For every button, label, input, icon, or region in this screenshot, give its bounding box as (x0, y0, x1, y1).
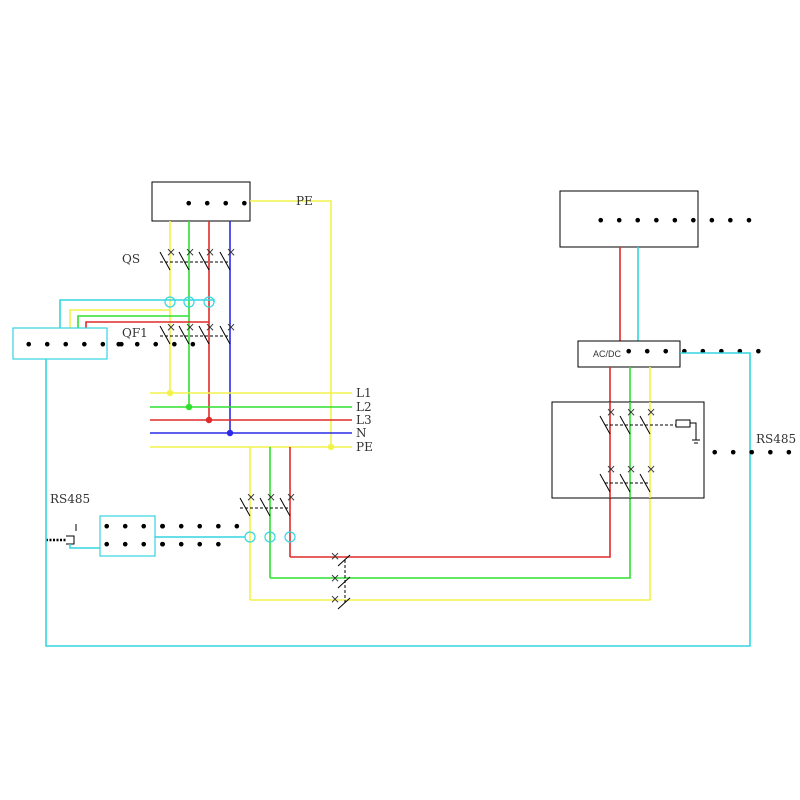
right-top-box-dots: • • • • • • • • • (596, 211, 756, 230)
bus-pe-label: PE (356, 440, 373, 454)
left-meter-box (12, 327, 108, 360)
junction-l1 (166, 389, 174, 397)
rs485-left-label: RS485 (50, 492, 90, 506)
svg-text:×: × (205, 245, 215, 259)
junction-l3 (205, 416, 213, 424)
qs-switch: × × × × (159, 245, 236, 271)
right-panel-ext-dots: • • • • • • (710, 443, 800, 462)
branch-switch: × × × (239, 490, 296, 517)
output-isolator: × × × (330, 549, 351, 610)
panel-switch-lower: × × × (599, 462, 656, 493)
qs-label: QS (122, 252, 140, 266)
rs485-module (99, 515, 156, 557)
acdc-label: AC/DC (593, 349, 622, 359)
ct-signal-wire (59, 299, 215, 328)
svg-text:×: × (606, 462, 616, 476)
pe-top-label: PE (296, 194, 313, 208)
meter-l1-tap (69, 309, 170, 328)
out-red (290, 480, 611, 558)
svg-text:×: × (646, 462, 656, 476)
rs485-module-top-dots: • • • • (102, 517, 169, 536)
svg-text:×: × (606, 405, 616, 419)
svg-text:×: × (226, 320, 236, 334)
bus-l1-label: L1 (356, 386, 372, 400)
rs485-module-bottom-dots: • • • • (102, 535, 169, 554)
svg-text:×: × (166, 320, 176, 334)
svg-text:×: × (185, 245, 195, 259)
svg-text:×: × (330, 592, 340, 606)
ct-l2-icon (183, 296, 195, 308)
svg-text:×: × (226, 245, 236, 259)
panel-switch-upper: × × × (599, 405, 700, 444)
svg-text:×: × (286, 490, 296, 504)
rs485-module-bottom-ext-dots: • • • • (158, 535, 225, 554)
out-yellow (250, 480, 651, 601)
top-distribution-box (151, 181, 251, 222)
svg-text:×: × (266, 490, 276, 504)
svg-text:×: × (205, 320, 215, 334)
bus-n-label: N (356, 426, 367, 440)
ct-branch-2-icon (264, 531, 276, 543)
svg-text:×: × (330, 571, 340, 585)
left-meter-dots: • • • • • • (24, 335, 128, 354)
right-switching-panel (551, 401, 705, 499)
qf1-label: QF1 (122, 326, 148, 340)
meter-l3-tap (85, 321, 209, 328)
top-box-dots: • • • • (184, 194, 251, 213)
svg-text:×: × (646, 405, 656, 419)
out-green (270, 480, 631, 579)
svg-text:×: × (185, 320, 195, 334)
acdc-ext-dots: • • • • • • • • (624, 342, 765, 361)
junction-l2 (185, 403, 193, 411)
svg-text:×: × (246, 490, 256, 504)
junction-n (226, 429, 234, 437)
left-meter-ext-dots: • • • • • (114, 335, 200, 354)
bus-l3-label: L3 (356, 413, 372, 427)
svg-text:×: × (166, 245, 176, 259)
bus-l2-label: L2 (356, 400, 372, 414)
ct-branch-3-icon (284, 531, 296, 543)
rs485-bus-cyan (45, 352, 751, 647)
rs485-connector-icon (46, 524, 77, 545)
meter-l2-tap (77, 315, 189, 328)
acdc-box (577, 340, 681, 368)
pe-wire-top (250, 200, 332, 447)
rs485-right-label: RS485 (756, 432, 796, 446)
svg-text:×: × (330, 549, 340, 563)
junction-pe (327, 443, 335, 451)
svg-text:×: × (626, 462, 636, 476)
ct-l1-icon (164, 296, 176, 308)
rs485-module-top-ext-dots: • • • • • (158, 517, 244, 536)
right-top-box (559, 190, 699, 248)
qf1-switch: × × × × (159, 320, 236, 345)
rs485-module-link (69, 544, 100, 549)
svg-text:×: × (626, 405, 636, 419)
